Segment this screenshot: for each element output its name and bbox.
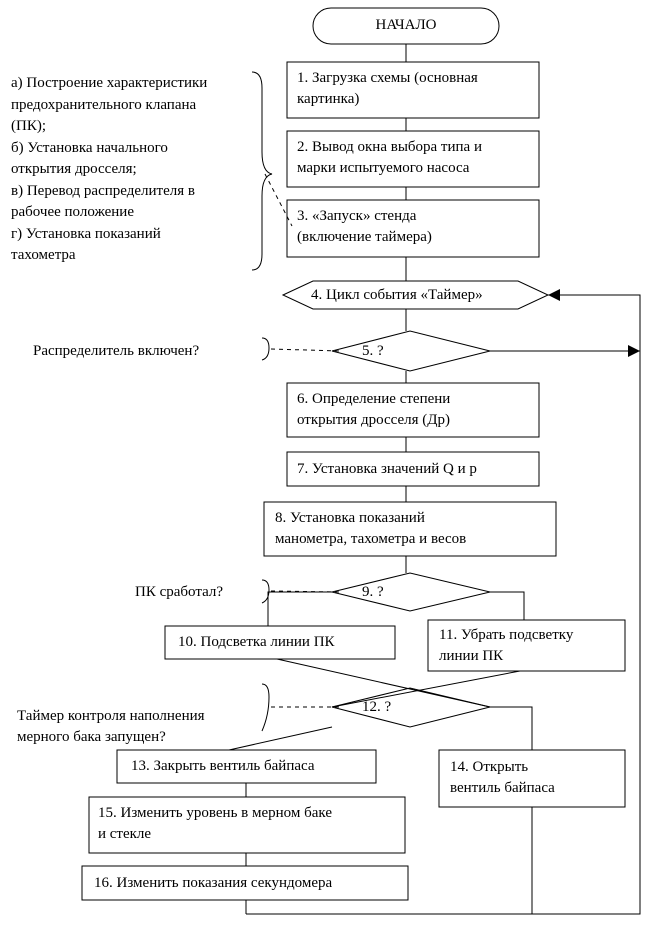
setup-note: а) Построение характеристики предохранит… [11, 73, 207, 267]
note-distributor-on: Распределитель включен? [33, 343, 200, 359]
step-2-box [286, 130, 540, 188]
step-2-line-2: марки испытуемого насоса [297, 160, 470, 176]
step-1-line-1: 1. Загрузка схемы (основная [297, 70, 478, 86]
note-valve-triggered: ПК сработал? [135, 584, 224, 600]
setup-note-line-6: в) Перевод распределителя в [11, 182, 195, 199]
note-fill-timer-line-2: мерного бака запущен? [17, 729, 166, 745]
step-4-text: 4. Цикл события «Таймер» [311, 287, 483, 303]
step-11-box [427, 619, 626, 672]
step-3-box [286, 199, 540, 258]
step-11-line-2: линии ПК [439, 648, 504, 664]
step-14-line-1: 14. Открыть [450, 759, 529, 775]
step-16-box [81, 865, 409, 901]
step-2-line-1: 2. Вывод окна выбора типа и [297, 139, 482, 155]
step-14-text: 14. Открыть вентиль байпаса [450, 757, 555, 799]
step-16-text: 16. Изменить показания секундомера [94, 875, 333, 891]
setup-note-line-9: тахометра [11, 247, 76, 263]
decision-9-diamond [331, 572, 491, 612]
step-15-box [88, 796, 406, 854]
setup-note-line-5: открытия дросселя; [11, 161, 137, 177]
step-6-line-2: открытия дросселя (Др) [297, 412, 450, 428]
step-2-text: 2. Вывод окна выбора типа и марки испыту… [297, 137, 482, 179]
step-6-text: 6. Определение степени открытия дросселя… [297, 389, 450, 431]
step-6-box [286, 382, 540, 438]
step-14-line-2: вентиль байпаса [450, 780, 555, 796]
step-7-box [286, 451, 540, 487]
step-8-text: 8. Установка показаний манометра, тахоме… [275, 508, 466, 550]
start-label: НАЧАЛО [375, 17, 437, 33]
decision-5-text: 5. ? [362, 343, 384, 359]
step-10-text: 10. Подсветка линии ПК [178, 634, 335, 650]
setup-note-line-8: г) Установка показаний [11, 225, 161, 242]
step-15-line-1: 15. Изменить уровень в мерном баке [98, 805, 332, 821]
note-fill-timer-line-1: Таймер контроля наполнения [17, 708, 205, 724]
step-3-line-1: 3. «Запуск» стенда [297, 208, 417, 224]
decision-9-text: 9. ? [362, 584, 384, 600]
step-1-box [286, 61, 540, 119]
step-11-line-1: 11. Убрать подсветку [439, 627, 574, 643]
step-8-line-1: 8. Установка показаний [275, 510, 425, 526]
step-1-text: 1. Загрузка схемы (основная картинка) [297, 68, 478, 110]
step-8-box [263, 501, 557, 557]
step-7-text: 7. Установка значений Q и р [297, 461, 477, 477]
setup-note-line-4: б) Установка начального [11, 139, 168, 156]
step-6-line-1: 6. Определение степени [297, 391, 451, 407]
step-11-text: 11. Убрать подсветку линии ПК [439, 625, 573, 667]
decision-12-text: 12. ? [362, 699, 392, 715]
setup-note-line-2: предохранительного клапана [11, 96, 197, 113]
step-15-line-2: и стекле [98, 826, 152, 842]
step-13-text: 13. Закрыть вентиль байпаса [131, 758, 315, 774]
step-3-line-2: (включение таймера) [297, 229, 432, 245]
setup-note-line-3: (ПК); [11, 118, 46, 134]
step-1-line-2: картинка) [297, 91, 360, 107]
step-8-line-2: манометра, тахометра и весов [275, 531, 467, 547]
step-3-text: 3. «Запуск» стенда (включение таймера) [297, 206, 432, 248]
setup-note-line-1: а) Построение характеристики [11, 75, 208, 91]
decision-12-diamond [331, 687, 491, 728]
step-15-text: 15. Изменить уровень в мерном баке и сте… [98, 803, 332, 845]
note-fill-timer: Таймер контроля наполнения мерного бака … [17, 706, 205, 748]
step-10-box [164, 625, 396, 660]
decision-5-diamond [331, 330, 491, 372]
setup-note-line-7: рабочее положение [11, 204, 134, 220]
